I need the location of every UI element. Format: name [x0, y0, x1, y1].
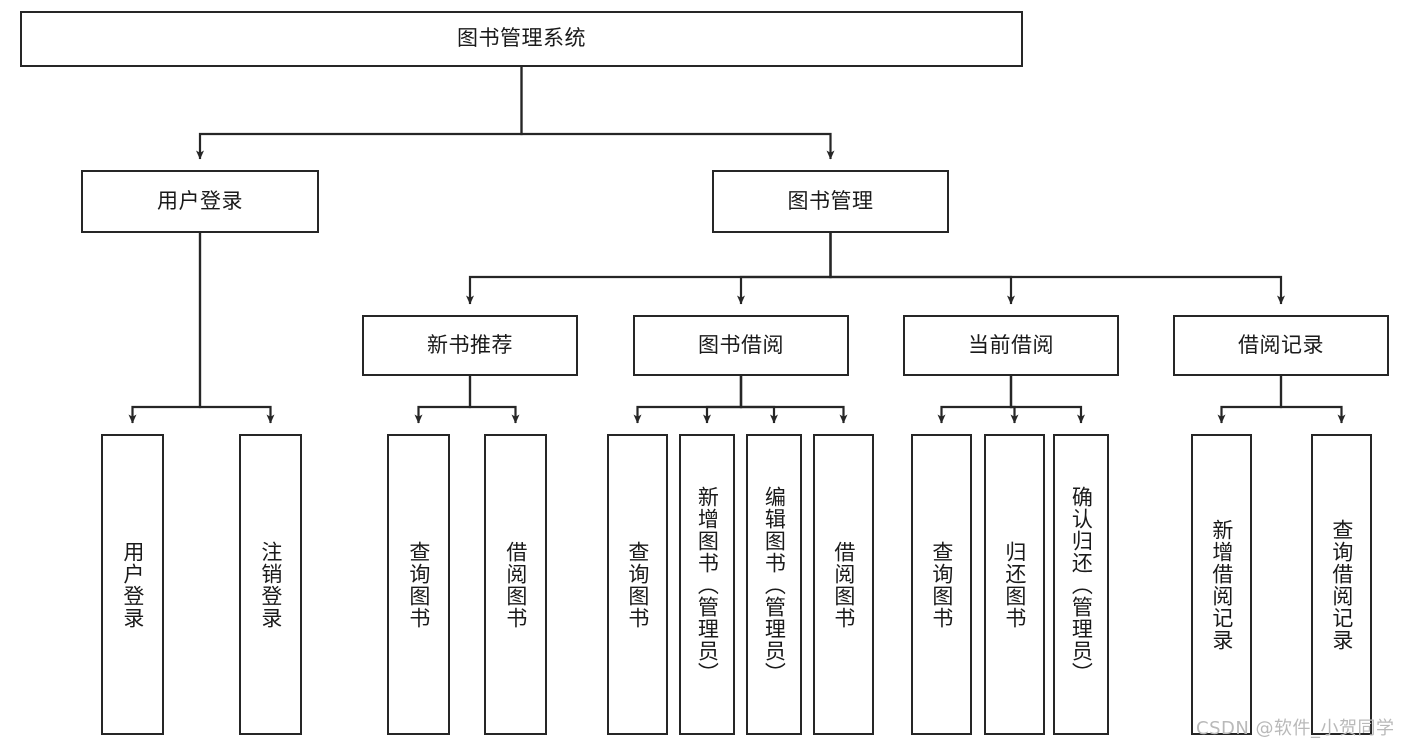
edge-root-to-user-login — [196, 67, 523, 160]
node-label-leaf-borrow-book-1: 借阅图书 — [503, 540, 528, 629]
node-leaf-borrow-book-2[interactable]: 借阅图书 — [813, 434, 874, 735]
node-label-leaf-query-book-2: 查询图书 — [625, 540, 650, 629]
node-label-leaf-borrow-book-2: 借阅图书 — [831, 540, 856, 629]
node-book-borrow[interactable]: 图书借阅 — [633, 315, 849, 376]
node-borrow-record[interactable]: 借阅记录 — [1173, 315, 1389, 376]
node-label-current-borrow: 当前借阅 — [968, 332, 1054, 357]
node-leaf-query-book-3[interactable]: 查询图书 — [911, 434, 972, 735]
node-leaf-add-book[interactable]: 新增图书（管理员） — [679, 434, 735, 735]
node-label-borrow-record: 借阅记录 — [1238, 332, 1324, 357]
node-leaf-query-book-2[interactable]: 查询图书 — [607, 434, 668, 735]
node-label-leaf-user-login: 用户登录 — [120, 540, 145, 629]
node-label-leaf-add-book: 新增图书（管理员） — [695, 485, 720, 684]
edge-book-borrow-to-leaf-edit-book — [739, 376, 778, 424]
edge-current-borrow-to-leaf-query-book-3 — [937, 376, 1013, 424]
edge-borrow-record-to-leaf-query-record — [1279, 376, 1346, 424]
node-label-book-manage: 图书管理 — [787, 188, 874, 213]
edge-borrow-record-to-leaf-add-record — [1217, 376, 1283, 424]
edge-new-book-rec-to-leaf-borrow-book-1 — [468, 376, 520, 424]
edge-book-manage-to-book-borrow — [737, 233, 832, 305]
node-label-leaf-return-book: 归还图书 — [1002, 540, 1027, 629]
edge-root-to-book-manage — [520, 67, 835, 160]
node-label-leaf-confirm-return: 确认归还（管理员） — [1069, 485, 1094, 684]
edge-book-manage-to-borrow-record — [829, 233, 1285, 305]
node-leaf-borrow-book-1[interactable]: 借阅图书 — [484, 434, 547, 735]
edge-current-borrow-to-leaf-confirm-return — [1009, 376, 1085, 424]
edge-new-book-rec-to-leaf-query-book-1 — [414, 376, 472, 424]
node-label-leaf-edit-book: 编辑图书（管理员） — [762, 485, 787, 684]
edge-book-manage-to-new-book-rec — [466, 233, 832, 305]
node-current-borrow[interactable]: 当前借阅 — [903, 315, 1119, 376]
node-label-book-borrow: 图书借阅 — [698, 332, 784, 357]
edge-book-borrow-to-leaf-add-book — [703, 376, 743, 424]
node-leaf-edit-book[interactable]: 编辑图书（管理员） — [746, 434, 802, 735]
node-leaf-user-logout[interactable]: 注销登录 — [239, 434, 302, 735]
node-leaf-add-record[interactable]: 新增借阅记录 — [1191, 434, 1252, 735]
edge-book-borrow-to-leaf-query-book-2 — [633, 376, 743, 424]
edge-user-login-to-leaf-user-logout — [198, 233, 275, 424]
node-label-user-login: 用户登录 — [157, 188, 243, 213]
node-label-leaf-user-logout: 注销登录 — [258, 540, 283, 629]
node-label-leaf-query-record: 查询借阅记录 — [1329, 518, 1354, 651]
node-leaf-user-login[interactable]: 用户登录 — [101, 434, 164, 735]
node-user-login[interactable]: 用户登录 — [81, 170, 319, 233]
node-label-new-book-rec: 新书推荐 — [427, 332, 513, 357]
node-leaf-return-book[interactable]: 归还图书 — [984, 434, 1045, 735]
node-label-leaf-query-book-3: 查询图书 — [929, 540, 954, 629]
node-leaf-confirm-return[interactable]: 确认归还（管理员） — [1053, 434, 1109, 735]
node-root[interactable]: 图书管理系统 — [20, 11, 1023, 67]
node-label-leaf-query-book-1: 查询图书 — [406, 540, 431, 629]
node-leaf-query-book-1[interactable]: 查询图书 — [387, 434, 450, 735]
edge-user-login-to-leaf-user-login — [128, 233, 202, 424]
edge-book-borrow-to-leaf-borrow-book-2 — [739, 376, 848, 424]
node-label-leaf-add-record: 新增借阅记录 — [1209, 518, 1234, 651]
node-new-book-rec[interactable]: 新书推荐 — [362, 315, 578, 376]
node-label-root: 图书管理系统 — [457, 26, 586, 51]
node-leaf-query-record[interactable]: 查询借阅记录 — [1311, 434, 1372, 735]
node-book-manage[interactable]: 图书管理 — [712, 170, 949, 233]
edge-book-manage-to-current-borrow — [829, 233, 1015, 305]
